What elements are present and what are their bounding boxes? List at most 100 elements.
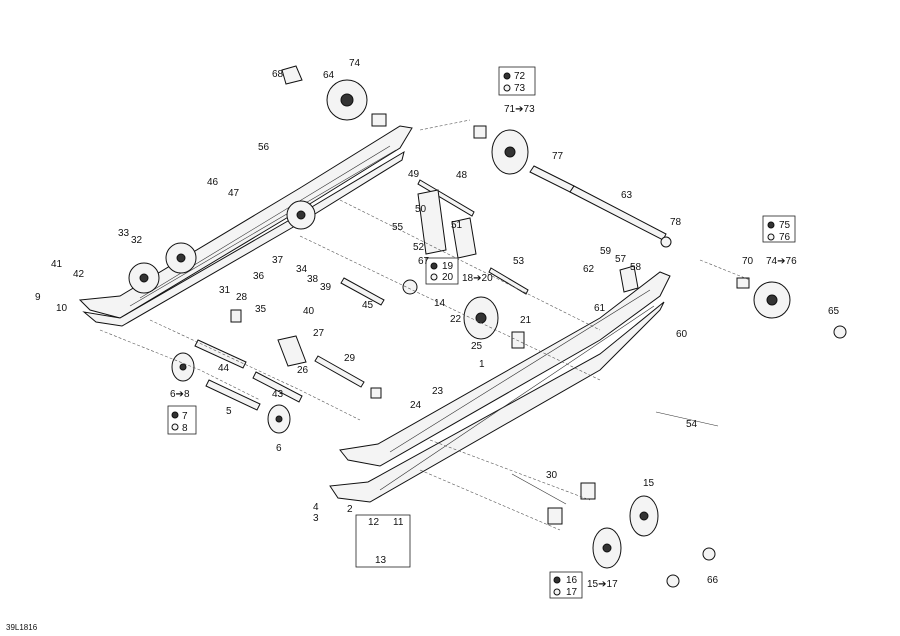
part-label-41: 41 xyxy=(51,259,63,270)
part-label-47: 47 xyxy=(228,188,240,199)
callout-74-76: 75 76 xyxy=(762,215,796,243)
part-label-57: 57 xyxy=(615,254,627,265)
callout-label: 17 xyxy=(566,587,578,598)
wheel-74-76 xyxy=(753,281,791,319)
part-label-36: 36 xyxy=(253,271,265,282)
part-label-32: 32 xyxy=(131,235,143,246)
part-label-1: 1 xyxy=(479,359,485,370)
callout-label: 16 xyxy=(566,575,578,586)
part-label-9: 9 xyxy=(35,292,41,303)
part-label-14: 14 xyxy=(434,298,446,309)
assembly-lines xyxy=(99,119,751,531)
part-label-51: 51 xyxy=(451,220,463,231)
part-label-4: 4 xyxy=(313,502,319,513)
part-label-34: 34 xyxy=(296,264,308,275)
wheel-6-top xyxy=(171,352,195,382)
part-label-65: 65 xyxy=(828,306,840,317)
part-label-67: 67 xyxy=(418,256,430,267)
part-label-22: 22 xyxy=(450,314,462,325)
callout-label: 20 xyxy=(442,272,454,283)
label-15-17: 15➔17 xyxy=(587,579,618,590)
part-label-38: 38 xyxy=(307,274,319,285)
wheel-15-lower xyxy=(592,527,622,569)
part-label-13: 13 xyxy=(375,555,387,566)
part-label-59: 59 xyxy=(600,246,612,257)
part-label-40: 40 xyxy=(303,306,315,317)
callout-label: 8 xyxy=(182,423,188,434)
wheel-71-73 xyxy=(491,129,529,175)
label-15: 15 xyxy=(643,478,655,489)
diagram-code: 39L1816 xyxy=(6,623,38,632)
part-label-30: 30 xyxy=(546,470,558,481)
part-label-37: 37 xyxy=(272,255,284,266)
wheel-6-bottom xyxy=(267,404,291,434)
part-label-77: 77 xyxy=(552,151,564,162)
part-label-61: 61 xyxy=(594,303,606,314)
part-label-44: 44 xyxy=(218,363,230,374)
part-label-39: 39 xyxy=(320,282,332,293)
part-label-62: 62 xyxy=(583,264,595,275)
part-label-28: 28 xyxy=(236,292,248,303)
part-label-5: 5 xyxy=(226,406,232,417)
part-label-25: 25 xyxy=(471,341,483,352)
label-6-8: 6➔8 xyxy=(170,389,190,400)
part-label-48: 48 xyxy=(456,170,468,181)
part-label-60: 60 xyxy=(676,329,688,340)
part-label-45: 45 xyxy=(362,300,374,311)
callout-6-8: 7 8 xyxy=(167,405,197,435)
callout-15-17: 16 17 xyxy=(549,571,583,599)
part-label-50: 50 xyxy=(415,204,427,215)
left-rail xyxy=(78,125,413,327)
callout-label: 19 xyxy=(442,261,454,272)
part-label-42: 42 xyxy=(73,269,85,280)
part-label-35: 35 xyxy=(255,304,267,315)
part-label-74: 74 xyxy=(349,58,361,69)
callout-label: 7 xyxy=(182,411,188,422)
callout-11-13 xyxy=(355,514,411,568)
wheel-15-upper xyxy=(629,495,659,537)
part-label-31: 31 xyxy=(219,285,231,296)
part-label-56: 56 xyxy=(258,142,270,153)
part-label-52: 52 xyxy=(413,242,425,253)
part-label-63: 63 xyxy=(621,190,633,201)
part-label-27: 27 xyxy=(313,328,325,339)
part-label-66: 66 xyxy=(707,575,719,586)
label-74-76: 74➔76 xyxy=(766,256,797,267)
wheel-74 xyxy=(326,79,368,121)
part-label-43: 43 xyxy=(272,389,284,400)
callout-label: 73 xyxy=(514,83,526,94)
part-label-64: 64 xyxy=(323,70,335,81)
part-label-26: 26 xyxy=(297,365,309,376)
callout-71-73: 72 73 xyxy=(498,66,536,96)
part-label-54: 54 xyxy=(686,419,698,430)
part-label-78: 78 xyxy=(670,217,682,228)
part-label-46: 46 xyxy=(207,177,219,188)
shafts xyxy=(194,165,719,505)
part-label-21: 21 xyxy=(520,315,532,326)
wheel-18-20 xyxy=(463,296,499,340)
part-label-70: 70 xyxy=(742,256,754,267)
wheels-on-rail xyxy=(128,200,316,294)
part-label-24: 24 xyxy=(410,400,422,411)
part-label-2: 2 xyxy=(347,504,353,515)
part-label-33: 33 xyxy=(118,228,130,239)
part-label-58: 58 xyxy=(630,262,642,273)
part-label-11: 11 xyxy=(393,517,404,528)
callout-label: 72 xyxy=(514,71,526,82)
part-label-53: 53 xyxy=(513,256,525,267)
part-label-55: 55 xyxy=(392,222,404,233)
callout-label: 75 xyxy=(779,220,791,231)
part-label-68: 68 xyxy=(272,69,284,80)
part-label-6: 6 xyxy=(276,443,282,454)
callout-label: 76 xyxy=(779,232,791,243)
part-label-23: 23 xyxy=(432,386,444,397)
part-label-12: 12 xyxy=(368,517,380,528)
part-label-29: 29 xyxy=(344,353,356,364)
small-parts xyxy=(230,65,847,588)
callout-18-20: 19 20 xyxy=(425,257,459,285)
part-label-10: 10 xyxy=(56,303,68,314)
part-label-3: 3 xyxy=(313,513,319,524)
